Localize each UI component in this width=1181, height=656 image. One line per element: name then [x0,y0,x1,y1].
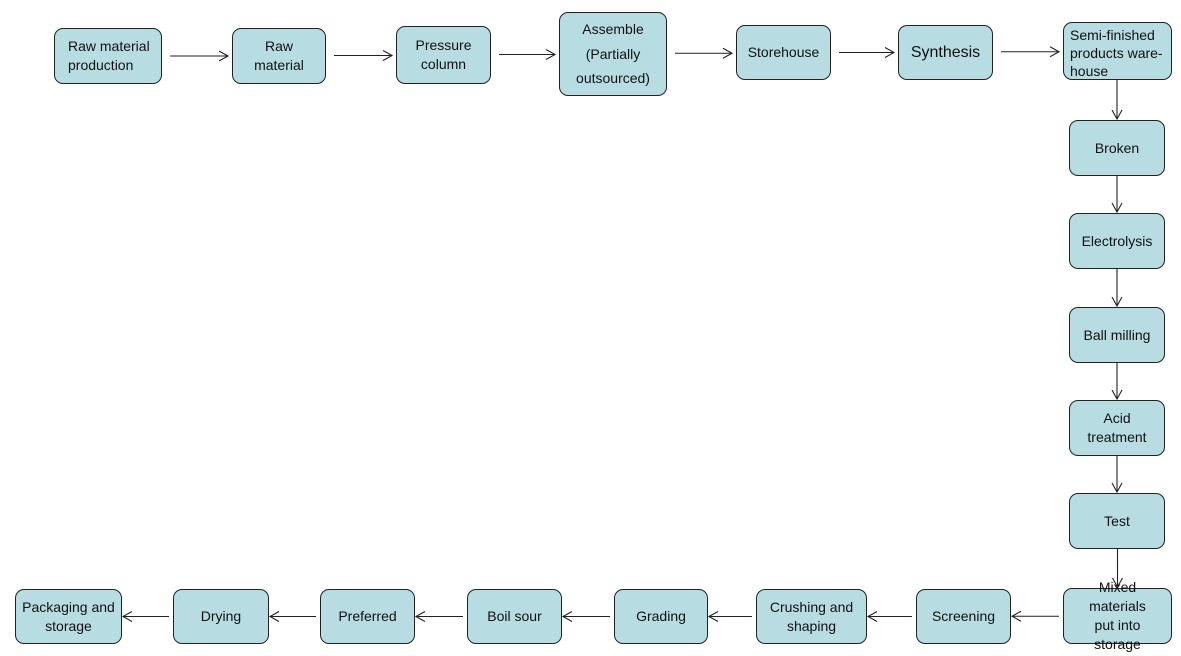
arrowhead-icon [268,611,280,622]
arrowhead-icon [414,611,426,622]
node-packaging-storage: Packaging and storage [15,589,122,644]
arrowhead-icon [1112,577,1123,589]
edge-pressure-column-to-assemble [499,49,557,60]
arrowhead-icon [1111,482,1123,494]
edge-drying-to-packaging-storage [121,611,169,622]
edge-electrolysis-to-ball-milling [1111,269,1123,308]
arrowhead-icon [1111,389,1123,401]
node-electrolysis: Electrolysis [1069,213,1165,269]
edge-mixed-materials-storage-to-screening [1010,610,1059,622]
arrowhead-icon [218,50,230,62]
node-assemble: Assemble (Partially outsourced) [559,12,667,96]
arrowhead-icon [1111,109,1123,121]
arrowhead-icon [1049,46,1061,58]
node-synthesis: Synthesis [898,25,993,80]
edge-grading-to-boil-sour [561,611,610,622]
edge-raw-material-production-to-raw-material [170,50,230,62]
edge-semi-finished-warehouse-to-broken [1111,80,1123,121]
edge-ball-milling-to-acid-treatment [1111,363,1123,401]
arrowhead-icon [1111,296,1123,308]
node-preferred: Preferred [320,589,415,644]
edge-test-to-mixed-materials-storage [1112,549,1123,589]
edge-assemble-to-storehouse [675,47,734,59]
edge-preferred-to-drying [268,611,316,622]
arrowhead-icon [866,611,878,622]
edge-synthesis-to-semi-finished-warehouse [1001,46,1061,58]
node-screening: Screening [916,589,1011,644]
edge-raw-material-to-pressure-column [334,50,394,61]
arrowhead-icon [121,611,133,622]
node-raw-material-production: Raw material production [54,28,162,84]
arrowhead-icon [545,49,557,60]
node-boil-sour: Boil sour [467,589,562,644]
node-acid-treatment: Acid treatment [1069,400,1165,456]
edge-acid-treatment-to-test [1111,456,1123,494]
arrowhead-icon [707,611,719,622]
arrowhead-icon [1010,610,1022,622]
node-storehouse: Storehouse [736,25,831,80]
edge-storehouse-to-synthesis [839,47,896,58]
node-drying: Drying [173,589,269,644]
arrowhead-icon [722,47,734,59]
node-ball-milling: Ball milling [1069,307,1165,363]
node-mixed-materials-storage: Mixed materials put into storage [1063,579,1172,652]
edge-broken-to-electrolysis [1111,176,1123,214]
node-broken: Broken [1069,120,1165,176]
node-pressure-column: Pressure column [396,26,491,84]
edge-boil-sour-to-preferred [414,611,463,622]
node-crushing-shaping: Crushing and shaping [756,589,867,644]
arrowhead-icon [382,50,394,61]
node-raw-material: Raw material [232,28,326,84]
node-test: Test [1069,493,1165,549]
arrowhead-icon [884,47,896,58]
edge-crushing-shaping-to-grading [707,611,752,622]
node-grading: Grading [614,589,708,644]
node-semi-finished-warehouse: Semi-finished products ware- house [1063,22,1172,80]
arrowhead-icon [561,611,573,622]
arrowhead-icon [1111,202,1123,214]
edge-screening-to-crushing-shaping [866,611,912,622]
